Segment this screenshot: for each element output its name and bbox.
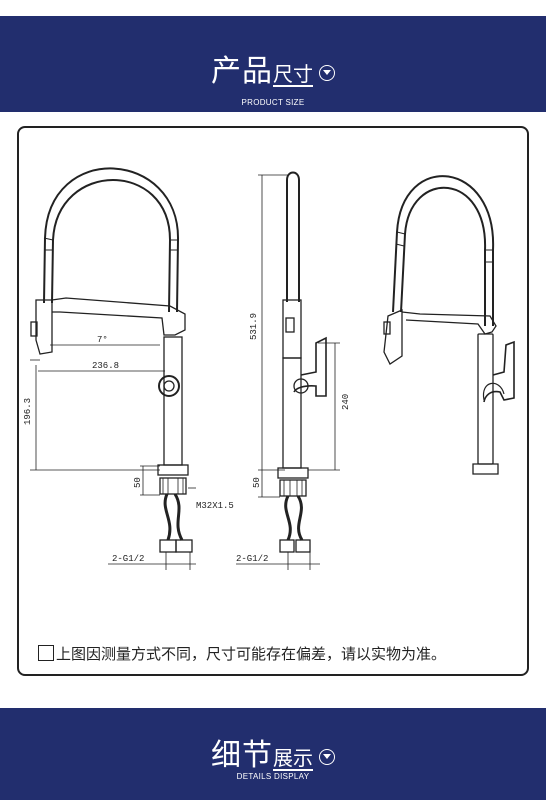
- details-title: 细节展示: [0, 730, 546, 774]
- faucet-perspective-view: [383, 175, 515, 475]
- circle-chevron-down-icon[interactable]: [319, 748, 335, 765]
- spout-height-label: 196.3: [23, 398, 33, 425]
- measurement-note-text: 上图因测量方式不同，尺寸可能存在偏差，请以实物为准。: [56, 645, 447, 663]
- middle-base-label: 50: [252, 477, 262, 488]
- footer-band: 细节展示 DETAILS DISPLAY: [0, 708, 546, 800]
- details-title-sub: 展示: [273, 746, 313, 770]
- section-title: 产品尺寸: [0, 46, 546, 90]
- faucet-side-view: [30, 167, 193, 553]
- section-title-sub: 尺寸: [273, 62, 313, 86]
- measurement-note: 上图因测量方式不同，尺寸可能存在偏差，请以实物为准。: [38, 643, 446, 664]
- section-title-main: 产品: [211, 54, 273, 89]
- checkbox-icon: [38, 645, 54, 661]
- faucet-front-view: [277, 171, 327, 553]
- handle-height-label: 240: [341, 394, 351, 410]
- angle-label: 7°: [97, 335, 108, 345]
- section-subtitle: PRODUCT SIZE: [241, 98, 305, 107]
- middle-hose-label: 2-G1/2: [236, 554, 268, 564]
- header-band: 产品尺寸 PRODUCT SIZE: [0, 16, 546, 112]
- left-dimensions: [30, 344, 196, 570]
- middle-dimensions: [236, 174, 340, 570]
- reach-label: 236.8: [92, 361, 119, 371]
- details-subtitle: DETAILS DISPLAY: [236, 772, 310, 781]
- thread-label: M32X1.5: [196, 501, 234, 511]
- diagram-frame: [17, 126, 529, 676]
- details-title-main: 细节: [211, 738, 273, 773]
- base-height-label: 50: [133, 477, 143, 488]
- circle-chevron-down-icon[interactable]: [319, 64, 335, 81]
- total-height-label: 531.9: [249, 313, 259, 340]
- hose-thread-label: 2-G1/2: [112, 554, 144, 564]
